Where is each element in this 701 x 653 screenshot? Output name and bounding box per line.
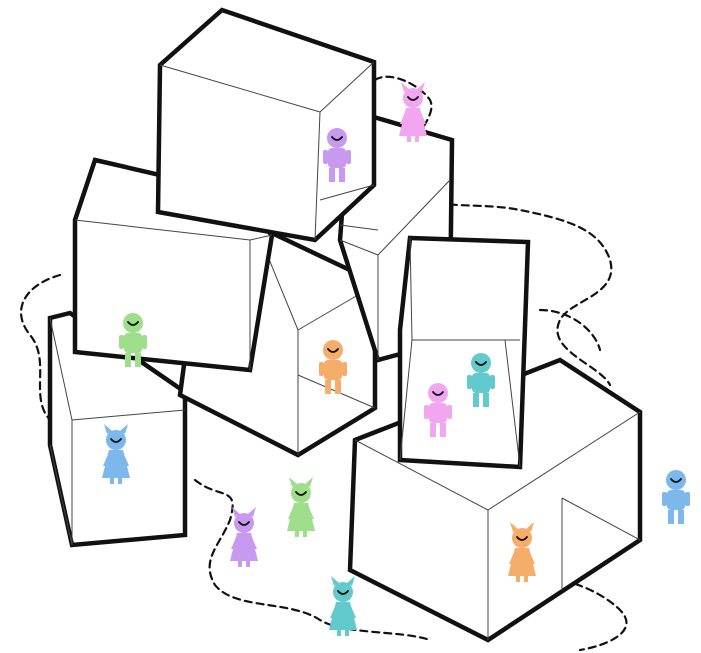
box-tall-right <box>397 235 531 470</box>
figure-pink-girl <box>399 82 427 142</box>
figure-green-girl <box>287 477 315 537</box>
figure-blue-girl <box>102 424 130 484</box>
figure-teal-boy <box>467 353 495 407</box>
box-top <box>155 7 377 243</box>
figure-purple-girl <box>230 507 258 567</box>
figure-purple-boy <box>323 128 351 182</box>
figure-blue-boy <box>662 470 690 524</box>
figure-orange-boy <box>319 340 347 394</box>
box-bottom-left <box>47 310 188 548</box>
figure-orange-girl <box>508 522 536 582</box>
figure-teal-girl <box>329 576 357 636</box>
figure-green-boy <box>119 313 147 367</box>
figure-pink-boy <box>424 383 452 437</box>
figures-layer <box>102 82 690 636</box>
